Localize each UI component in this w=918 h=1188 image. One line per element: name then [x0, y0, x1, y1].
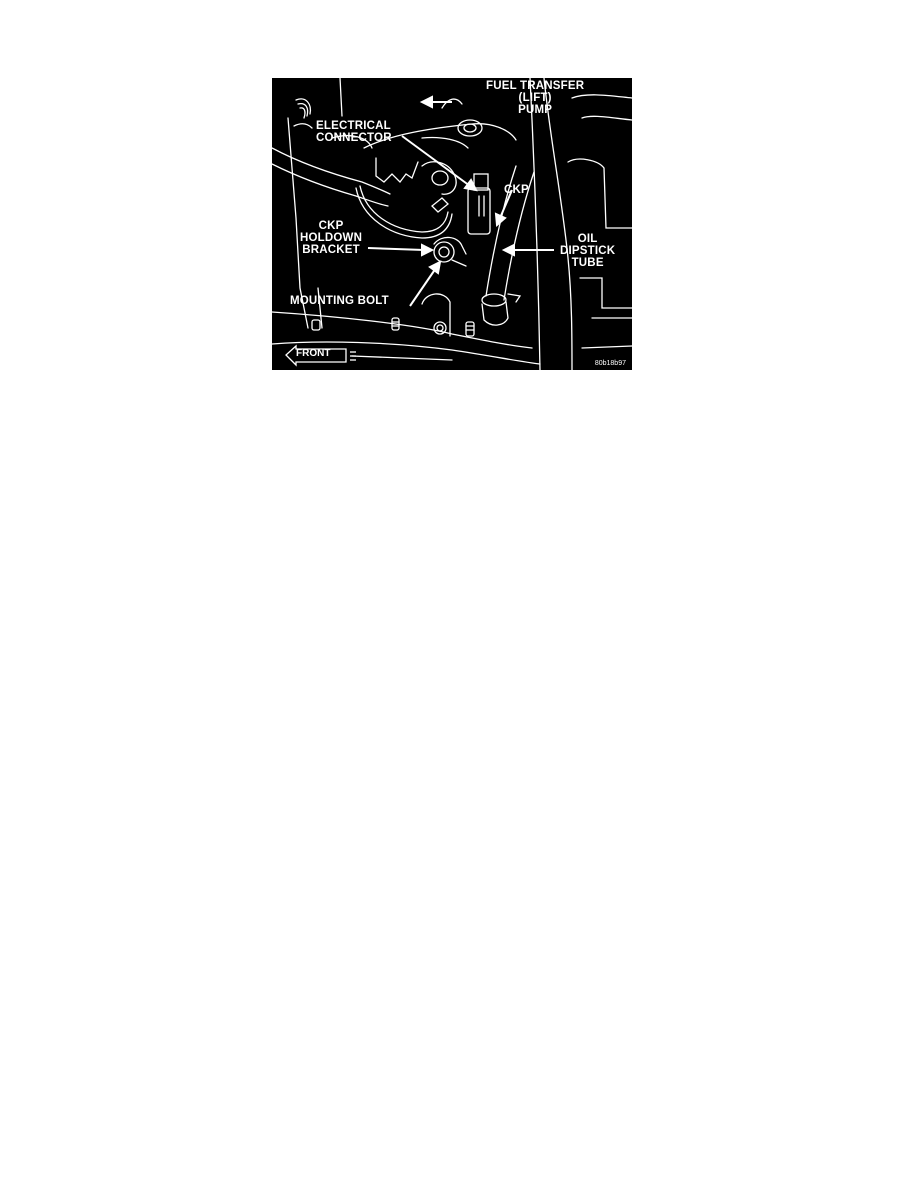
fuel-transfer-pump-label: FUEL TRANSFER (LIFT) PUMP — [486, 80, 584, 116]
label-line: (LIFT) — [518, 92, 552, 104]
label-line: OIL — [577, 233, 598, 245]
label-line: CKP — [318, 220, 344, 232]
label-line: BRACKET — [302, 244, 360, 256]
label-line: ELECTRICAL — [316, 120, 391, 132]
label-line: FUEL TRANSFER — [486, 80, 585, 92]
electrical-connector-label: ELECTRICAL CONNECTOR — [316, 120, 392, 144]
ckp-label: CKP — [504, 184, 529, 196]
figure-code: 80b18b97 — [594, 360, 626, 367]
label-line: CONNECTOR — [316, 132, 392, 144]
ckp-holdown-bracket-label: CKP HOLDOWN BRACKET — [300, 220, 362, 256]
ckp-sensor-illustration: FUEL TRANSFER (LIFT) PUMP ELECTRICAL CON… — [272, 78, 632, 370]
label-line: DIPSTICK — [560, 245, 616, 257]
engine-line-drawing — [272, 78, 632, 370]
mounting-bolt-label: MOUNTING BOLT — [290, 295, 389, 307]
label-line: TUBE — [571, 257, 604, 269]
label-line: HOLDOWN — [300, 232, 363, 244]
oil-dipstick-tube-label: OIL DIPSTICK TUBE — [560, 233, 615, 269]
label-line: PUMP — [518, 104, 553, 116]
front-direction-label: FRONT — [296, 348, 331, 359]
